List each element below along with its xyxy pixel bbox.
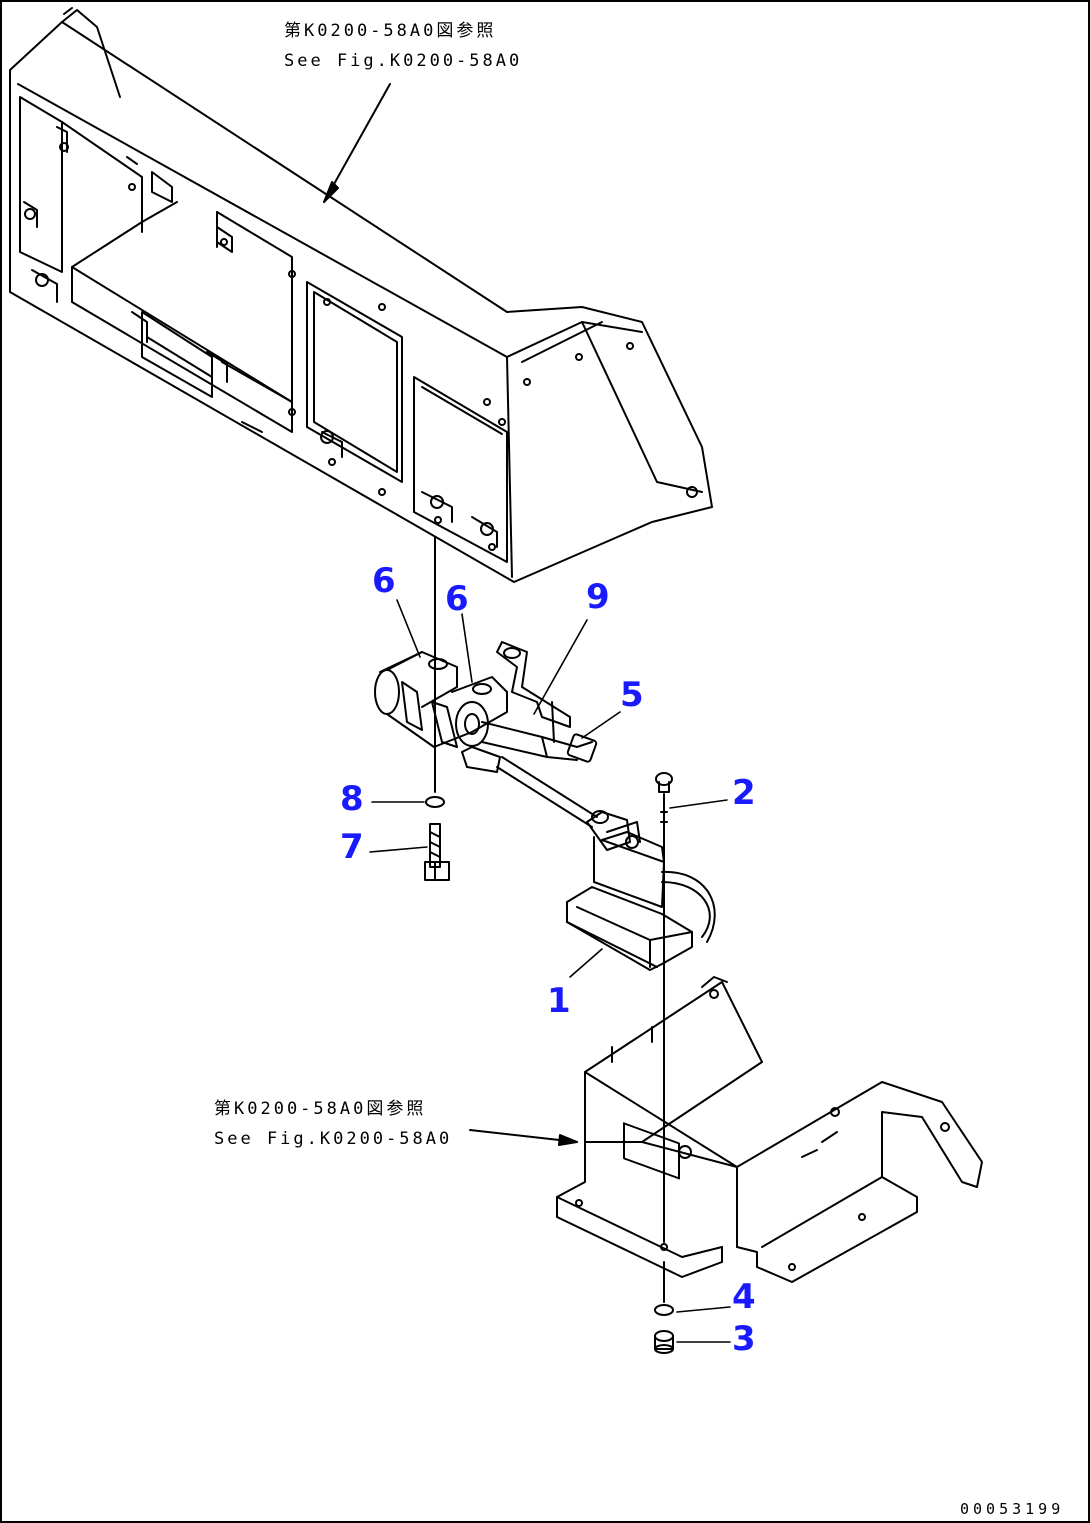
relay-box [566,810,716,971]
callout-leaders [369,599,731,1343]
bottom-bracket [556,976,983,1283]
callout-5: 5 [620,675,644,715]
top-reference-jp: 第K0200-58A0図参照 [284,21,497,41]
top-frame [9,7,713,583]
callout-6a: 6 [372,561,396,601]
switch-assembly [374,641,598,828]
callout-7: 7 [340,827,364,867]
nut-washer [654,1261,674,1354]
callout-9: 9 [586,577,610,617]
bottom-reference-jp: 第K0200-58A0図参照 [214,1099,427,1119]
top-reference-en: See Fig.K0200-58A0 [284,51,523,71]
callout-2: 2 [732,773,756,813]
callout-4: 4 [732,1277,756,1317]
drawing-code: 00053199 [960,1500,1065,1518]
callout-3: 3 [732,1319,756,1359]
bolt [424,796,450,881]
callout-8: 8 [340,779,364,819]
callout-1: 1 [547,981,571,1021]
top-reference-leader [323,83,391,203]
callout-6b: 6 [445,579,469,619]
bottom-reference-en: See Fig.K0200-58A0 [214,1129,453,1149]
